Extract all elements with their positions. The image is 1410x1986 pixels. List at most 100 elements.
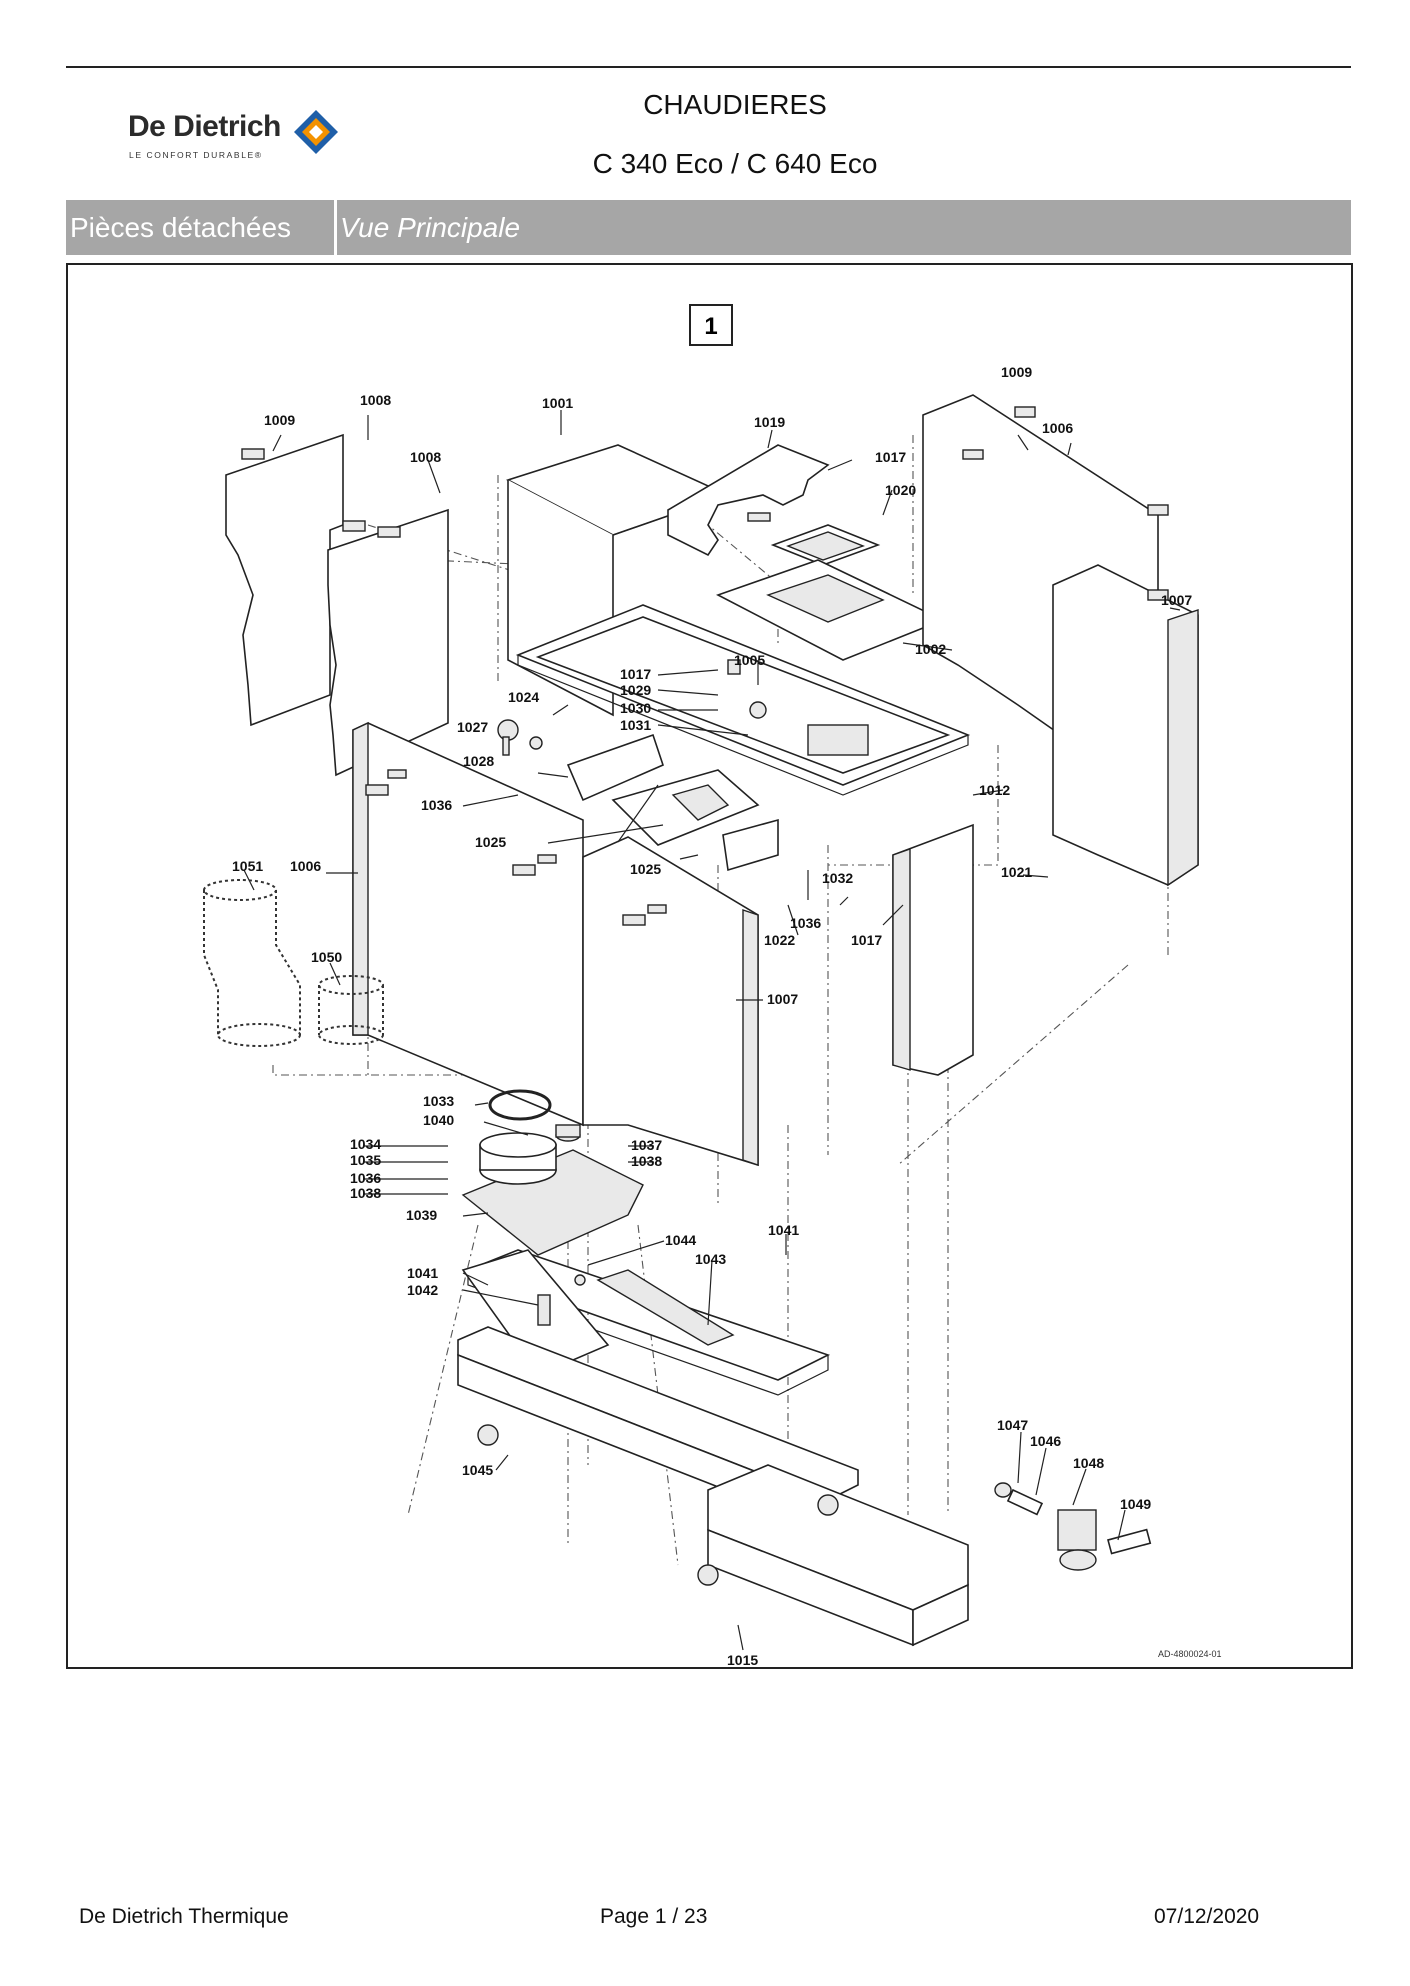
label-1006-a: 1006 bbox=[1042, 420, 1073, 436]
label-1005: 1005 bbox=[734, 652, 765, 668]
footer-page-number: Page 1 / 23 bbox=[600, 1905, 708, 1928]
label-1038-b: 1038 bbox=[631, 1153, 662, 1169]
label-1037: 1037 bbox=[631, 1137, 662, 1153]
label-1044: 1044 bbox=[665, 1232, 696, 1248]
part-1006-front-left-panel bbox=[352, 721, 584, 1127]
part-1039-burner-base bbox=[461, 1124, 644, 1256]
part-1043-burner-tube bbox=[596, 1269, 735, 1346]
part-1005-sensor bbox=[749, 701, 767, 719]
label-1048: 1048 bbox=[1073, 1455, 1104, 1471]
leader-lines bbox=[243, 410, 1181, 1651]
band-view: Vue Principale bbox=[340, 212, 521, 243]
section-band: Pièces détachées Vue Principale bbox=[66, 200, 1351, 255]
label-1034: 1034 bbox=[350, 1136, 381, 1152]
label-1022: 1022 bbox=[764, 932, 795, 948]
label-1020: 1020 bbox=[885, 482, 916, 498]
top-rule bbox=[66, 66, 1351, 68]
part-1023-bracket bbox=[566, 733, 779, 872]
part-1045-caster bbox=[477, 1424, 499, 1446]
band-category-cell: Pièces détachées bbox=[66, 200, 337, 255]
label-1002: 1002 bbox=[915, 641, 946, 657]
exploded-view-frame: 1 bbox=[66, 263, 1353, 1669]
label-1050: 1050 bbox=[311, 949, 342, 965]
part-1008-left-panel bbox=[225, 433, 366, 727]
label-1041-b: 1041 bbox=[407, 1265, 438, 1281]
brand-diamond-icon bbox=[294, 110, 338, 154]
drawing-reference: AD-4800024-01 bbox=[1158, 1649, 1222, 1659]
label-1024: 1024 bbox=[508, 689, 539, 705]
label-1008-b: 1008 bbox=[410, 449, 441, 465]
label-1051: 1051 bbox=[232, 858, 263, 874]
label-1017-c: 1017 bbox=[851, 932, 882, 948]
part-1012-top-frame bbox=[515, 604, 971, 796]
part-1050-flue-ring bbox=[318, 975, 384, 1045]
label-1035: 1035 bbox=[350, 1152, 381, 1168]
part-1044-electrode bbox=[574, 1274, 586, 1286]
label-1015: 1015 bbox=[727, 1652, 758, 1667]
label-1042: 1042 bbox=[407, 1282, 438, 1298]
part-1041-combustion-chamber bbox=[465, 1249, 831, 1396]
label-1008-a: 1008 bbox=[360, 392, 391, 408]
label-1009-a: 1009 bbox=[264, 412, 295, 428]
label-1023: 1025 bbox=[475, 834, 506, 850]
label-1036-c: 1036 bbox=[350, 1170, 381, 1186]
band-category: Pièces détachées bbox=[70, 212, 292, 243]
part-1047-seal bbox=[994, 1482, 1012, 1498]
label-1030: 1030 bbox=[620, 700, 651, 716]
label-1025: 1025 bbox=[630, 861, 661, 877]
part-1008-side-panel bbox=[327, 508, 449, 777]
label-1007-b: 1007 bbox=[767, 991, 798, 1007]
label-1027: 1027 bbox=[457, 719, 488, 735]
label-1033: 1033 bbox=[423, 1093, 454, 1109]
part-1049-union bbox=[1107, 1528, 1152, 1555]
part-1027-valve bbox=[497, 719, 543, 756]
label-1049: 1049 bbox=[1120, 1496, 1151, 1512]
label-1006-b: 1006 bbox=[290, 858, 321, 874]
part-1051-flue-adapter bbox=[203, 879, 301, 1047]
label-1041-a: 1041 bbox=[768, 1222, 799, 1238]
label-1028: 1028 bbox=[463, 753, 494, 769]
brand-name: De Dietrich bbox=[128, 110, 281, 143]
label-1046: 1046 bbox=[1030, 1433, 1061, 1449]
label-1017-a: 1017 bbox=[875, 449, 906, 465]
footer-company: De Dietrich Thermique bbox=[79, 1905, 289, 1928]
label-1039: 1039 bbox=[406, 1207, 437, 1223]
brand-logo: De Dietrich LE CONFORT DURABLE® bbox=[128, 110, 343, 170]
part-1020-frame bbox=[770, 524, 881, 566]
label-1012: 1012 bbox=[979, 782, 1010, 798]
part-1042-fitting bbox=[537, 1294, 551, 1326]
view-number-box bbox=[689, 304, 733, 346]
label-1032: 1032 bbox=[822, 870, 853, 886]
part-1046-nipple bbox=[1006, 1488, 1044, 1516]
part-1021-front-right-panel bbox=[892, 823, 974, 1076]
part-1002-panel bbox=[715, 559, 945, 661]
exploded-view-diagram: 1 bbox=[203, 304, 1222, 1667]
part-1017-clip bbox=[727, 659, 741, 675]
label-1040: 1040 bbox=[423, 1112, 454, 1128]
handle-1009-left bbox=[241, 448, 265, 460]
label-1021: 1021 bbox=[1001, 864, 1032, 880]
label-1043: 1043 bbox=[695, 1251, 726, 1267]
part-1015-chassis bbox=[457, 1326, 969, 1647]
label-1001: 1001 bbox=[542, 395, 573, 411]
label-1017-b: 1017 bbox=[620, 666, 651, 682]
part-1007-front-middle-panel bbox=[582, 836, 759, 1167]
label-1031: 1031 bbox=[620, 717, 651, 733]
part-1019-cover-plate bbox=[667, 444, 830, 557]
label-1029: 1029 bbox=[620, 682, 651, 698]
document-subtitle: C 340 Eco / C 640 Eco bbox=[592, 148, 878, 179]
view-number: 1 bbox=[704, 313, 717, 340]
label-1038-a: 1038 bbox=[350, 1185, 381, 1201]
brand-tagline: LE CONFORT DURABLE® bbox=[129, 150, 263, 160]
part-1033-gasket bbox=[488, 1089, 552, 1121]
label-1036-a: 1036 bbox=[421, 797, 452, 813]
document-title: CHAUDIERES bbox=[643, 89, 827, 120]
part-1048-gas-filter bbox=[994, 1482, 1152, 1571]
label-1009-b: 1009 bbox=[1001, 364, 1032, 380]
part-1022-support bbox=[722, 818, 779, 872]
label-1047: 1047 bbox=[997, 1417, 1028, 1433]
label-1036-b: 1036 bbox=[790, 915, 821, 931]
part-label-group: 1008 1009 1008 1001 1019 1017 1020 1009 … bbox=[232, 364, 1192, 1667]
label-1007-a: 1007 bbox=[1161, 592, 1192, 608]
label-1019: 1019 bbox=[754, 414, 785, 430]
